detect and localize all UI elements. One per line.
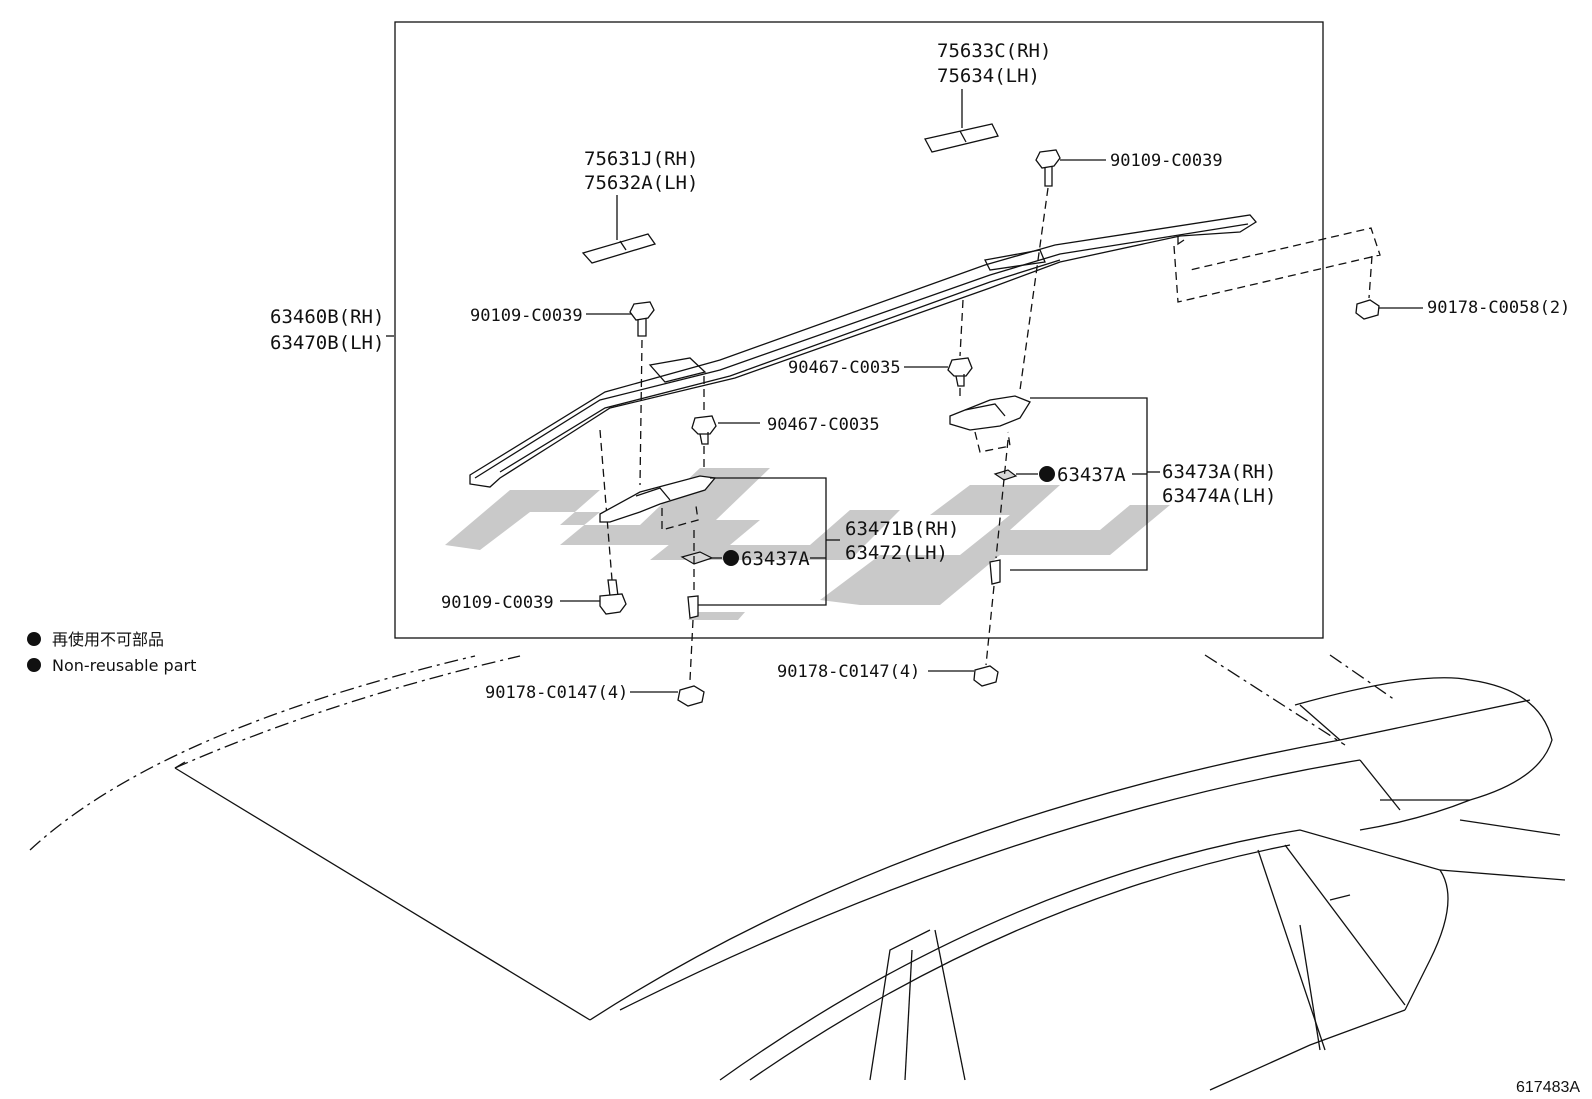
label-cover-rear-lh: 75634(LH) bbox=[937, 65, 1040, 87]
legend-bullet-icon bbox=[27, 632, 41, 646]
label-roof-rail-rh: 63460B(RH) bbox=[270, 306, 384, 328]
stud-bottom-left bbox=[687, 530, 810, 681]
front-cover bbox=[581, 195, 657, 264]
label-clip-left: 90467-C0035 bbox=[767, 415, 880, 435]
gasket-left bbox=[680, 550, 826, 566]
gasket-right bbox=[993, 466, 1147, 482]
label-screw-bottom-left: 90109-C0039 bbox=[441, 593, 554, 613]
label-bracket-rear-rh: 63473A(RH) bbox=[1162, 461, 1276, 483]
label-bracket-front-rh: 63471B(RH) bbox=[845, 518, 959, 540]
label-roof-rail-lh: 63470B(LH) bbox=[270, 332, 384, 354]
label-bracket-front-lh: 63472(LH) bbox=[845, 542, 948, 564]
label-clip-center: 90467-C0035 bbox=[788, 358, 901, 378]
label-cover-front-lh: 75632A(LH) bbox=[584, 172, 698, 194]
legend: 再使用不可部品 Non-reusable part bbox=[27, 630, 196, 675]
label-nut-bottom-left: 90178-C0147(4) bbox=[485, 683, 628, 703]
label-screw-top-right: 90109-C0039 bbox=[1110, 151, 1223, 171]
screw-left bbox=[586, 301, 655, 486]
clip-left bbox=[691, 376, 760, 470]
clip-center bbox=[904, 299, 973, 400]
label-gasket-left: 63437A bbox=[741, 548, 810, 570]
legend-bullet-icon bbox=[27, 658, 41, 672]
non-reusable-mark-icon bbox=[1039, 466, 1055, 482]
front-bracket bbox=[599, 475, 840, 606]
label-bracket-rear-lh: 63474A(LH) bbox=[1162, 485, 1276, 507]
watermark-logo bbox=[445, 468, 1170, 620]
vehicle-body bbox=[29, 654, 1566, 1091]
rear-bracket bbox=[949, 395, 1160, 571]
label-cover-front-rh: 75631J(RH) bbox=[584, 148, 698, 170]
legend-english: Non-reusable part bbox=[52, 656, 196, 675]
nut-bottom-center bbox=[928, 665, 999, 687]
screw-bottom-left bbox=[560, 429, 627, 615]
label-cover-rear-rh: 75633C(RH) bbox=[937, 40, 1051, 62]
stud-bottom-right bbox=[985, 439, 1009, 666]
non-reusable-mark-icon bbox=[723, 550, 739, 566]
legend-japanese: 再使用不可部品 bbox=[52, 630, 164, 649]
screw-top-right bbox=[1019, 149, 1106, 391]
label-gasket-right: 63437A bbox=[1057, 464, 1126, 486]
label-nut-bottom-center: 90178-C0147(4) bbox=[777, 662, 920, 682]
diagram-code: 617483A bbox=[1516, 1079, 1580, 1096]
label-nut-right: 90178-C0058(2) bbox=[1427, 298, 1570, 318]
nut-bottom-left bbox=[630, 685, 705, 707]
rear-cover bbox=[924, 89, 999, 153]
nut-right bbox=[1173, 227, 1423, 320]
detail-frame bbox=[394, 21, 1324, 639]
roof-rail bbox=[469, 214, 1257, 488]
label-screw-left: 90109-C0039 bbox=[470, 306, 583, 326]
